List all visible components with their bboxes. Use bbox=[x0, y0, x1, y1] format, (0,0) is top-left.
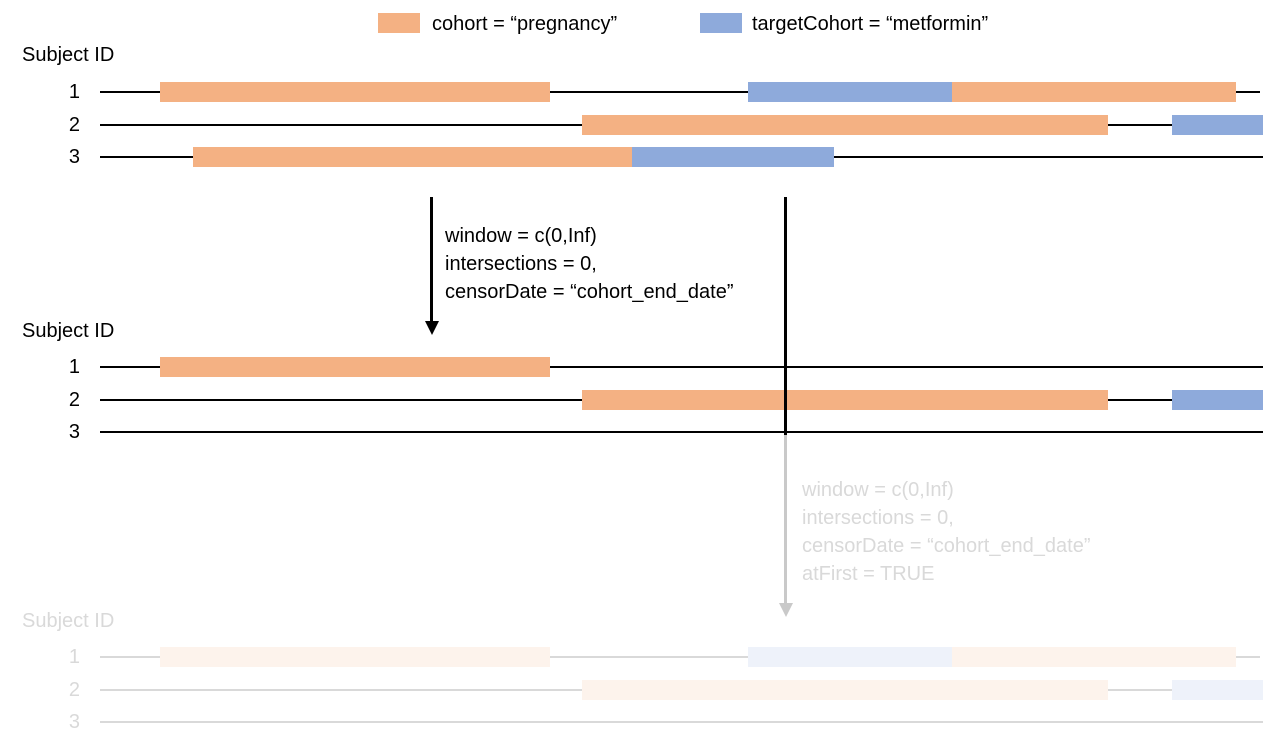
target-cohort-legend-label: targetCohort = “metformin” bbox=[752, 13, 989, 35]
target-cohort-bar bbox=[1172, 390, 1263, 410]
annotation-line: censorDate = “cohort_end_date” bbox=[445, 281, 734, 303]
subject-row-label: 2 bbox=[68, 679, 80, 701]
target-cohort-bar bbox=[748, 82, 952, 102]
target-cohort-bar bbox=[1172, 115, 1263, 135]
arrow-line bbox=[430, 197, 433, 321]
cohort-legend-label: cohort = “pregnancy” bbox=[432, 13, 618, 35]
section-title: Subject ID bbox=[22, 320, 115, 342]
subject-row-label: 3 bbox=[68, 421, 80, 443]
cohort-bar bbox=[160, 647, 550, 667]
target-cohort-swatch-icon bbox=[700, 13, 742, 33]
observation-line bbox=[100, 91, 1260, 93]
cohort-bar bbox=[160, 82, 550, 102]
section-title: Subject ID bbox=[22, 610, 115, 632]
arrow-line bbox=[784, 197, 787, 435]
observation-line bbox=[100, 721, 1263, 723]
transformation-annotation: window = c(0,Inf) intersections = 0, cen… bbox=[445, 222, 734, 306]
observation-line bbox=[100, 431, 1263, 433]
target-cohort-bar bbox=[748, 647, 952, 667]
annotation-line: intersections = 0, bbox=[445, 253, 597, 275]
annotation-line: censorDate = “cohort_end_date” bbox=[802, 535, 1091, 557]
annotation-line: atFirst = TRUE bbox=[802, 563, 935, 585]
subject-row-label: 2 bbox=[68, 114, 80, 136]
subject-row-label: 3 bbox=[68, 711, 80, 733]
subject-row-label: 1 bbox=[68, 646, 80, 668]
cohort-bar bbox=[193, 147, 632, 167]
cohort-bar bbox=[582, 390, 1108, 410]
transformation-annotation-faded: window = c(0,Inf) intersections = 0, cen… bbox=[802, 476, 1091, 588]
cohort-bar bbox=[582, 680, 1108, 700]
target-cohort-bar bbox=[632, 147, 834, 167]
cohort-bar bbox=[582, 115, 1108, 135]
annotation-line: window = c(0,Inf) bbox=[802, 479, 954, 501]
cohort-bar bbox=[952, 647, 1236, 667]
arrow-head-icon bbox=[425, 321, 439, 335]
observation-line bbox=[100, 366, 1263, 368]
subject-row-label: 2 bbox=[68, 389, 80, 411]
target-cohort-bar bbox=[1172, 680, 1263, 700]
arrow-head-icon bbox=[779, 603, 793, 617]
observation-line bbox=[100, 656, 1260, 658]
cohort-swatch-icon bbox=[378, 13, 420, 33]
annotation-line: window = c(0,Inf) bbox=[445, 225, 597, 247]
cohort-bar bbox=[160, 357, 550, 377]
subject-row-label: 1 bbox=[68, 81, 80, 103]
arrow-line bbox=[784, 435, 787, 603]
subject-row-label: 3 bbox=[68, 146, 80, 168]
subject-row-label: 1 bbox=[68, 356, 80, 378]
section-title: Subject ID bbox=[22, 44, 115, 66]
annotation-line: intersections = 0, bbox=[802, 507, 954, 529]
cohort-bar bbox=[952, 82, 1236, 102]
